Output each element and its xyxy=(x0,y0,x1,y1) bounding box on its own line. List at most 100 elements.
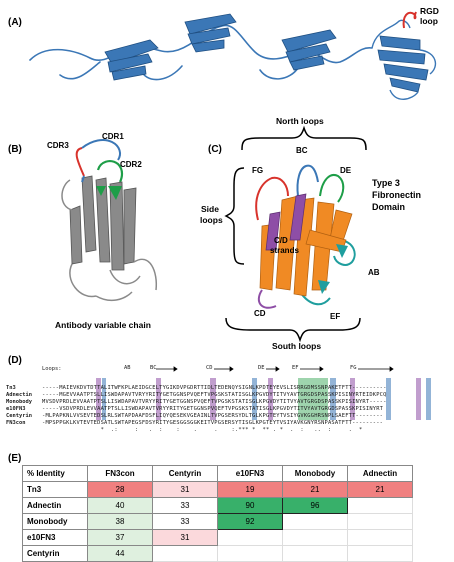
table-row: Centyrin 44 xyxy=(22,545,413,562)
panel-a-protein-structure xyxy=(29,11,437,100)
cdr1-loop xyxy=(81,139,121,161)
row-header: Tn3 xyxy=(22,481,88,498)
table-cell: 44 xyxy=(87,545,153,562)
loop-marker-cd: CD xyxy=(206,365,213,371)
cd-loop xyxy=(257,289,277,309)
cd-strands-label-1: C/D xyxy=(274,236,288,245)
side-loops-label-1: Side xyxy=(201,204,219,214)
table-cell xyxy=(282,513,348,530)
table-cell: 38 xyxy=(87,513,153,530)
table-cell: 33 xyxy=(152,513,218,530)
panel-a-label: (A) xyxy=(8,17,22,28)
antibody-caption: Antibody variable chain xyxy=(55,320,151,330)
cdr3-label: CDR3 xyxy=(47,141,69,150)
south-loops-bracket xyxy=(225,317,361,343)
fg-loop xyxy=(255,176,289,221)
table-cell xyxy=(347,497,413,514)
cdr3-loop xyxy=(75,147,85,177)
ab-loop xyxy=(333,239,356,266)
panel-e-label: (E) xyxy=(8,453,22,464)
alignment-row: e10FN3-----VSDVPRDLEVVAATPTSLLISWDAPAVTV… xyxy=(6,405,384,412)
column-header: FN3con xyxy=(87,465,153,482)
alignment-row: Tn3-----MAIEVKDVTDTTALITWFKPLAEIDGCELTYG… xyxy=(6,384,387,391)
cdr2-label: CDR2 xyxy=(120,160,142,169)
loops-label: Loops: xyxy=(42,366,62,372)
alignment-row: FN3con-MPSPPGKLKVTEVTEDSATLSWTAPEGSFDSYR… xyxy=(6,419,384,426)
table-row: Adnectin 40 33 90 96 xyxy=(22,497,413,514)
south-loops-label: South loops xyxy=(272,341,322,351)
fn3-domain-3-sheet xyxy=(281,29,337,53)
table-row: Monobody 38 33 92 xyxy=(22,513,413,530)
row-header: e10FN3 xyxy=(22,529,88,546)
de-loop xyxy=(319,174,345,203)
row-header: Adnectin xyxy=(22,497,88,514)
table-cell: 21 xyxy=(282,481,348,498)
panel-b-label: (B) xyxy=(8,144,22,155)
table-corner: % Identity xyxy=(22,465,88,482)
panel-d-label: (D) xyxy=(8,355,22,366)
fn3-domain-1-sheet xyxy=(104,39,159,65)
table-header-row: % Identity FN3con Centyrin e10FN3 Monobo… xyxy=(22,465,413,482)
table-cell: 21 xyxy=(347,481,413,498)
cdr2-arrow xyxy=(108,186,122,200)
table-cell: 33 xyxy=(152,497,218,514)
table-cell xyxy=(347,529,413,546)
fn3-domain-2-sheet xyxy=(184,13,237,35)
loop-arrows xyxy=(156,366,394,372)
loop-marker-ef: EF xyxy=(292,365,299,371)
cd-strands-label-2: strands xyxy=(270,246,299,255)
table-cell: 96 xyxy=(282,497,348,514)
cd-strands xyxy=(289,193,307,241)
column-header: Centyrin xyxy=(152,465,218,482)
table-row: Tn3 28 31 19 21 21 xyxy=(22,481,413,498)
side-loops-label-2: loops xyxy=(200,215,223,225)
column-header: Monobody xyxy=(282,465,348,482)
north-loops-bracket xyxy=(241,125,367,151)
side-loops-bracket xyxy=(224,167,245,265)
rgd-loop-mark xyxy=(402,11,417,29)
row-header: Monobody xyxy=(22,513,88,530)
alignment-row: Adnectin-----MGEVVAATPTSLLISWDAPAVTVRYYR… xyxy=(6,391,387,398)
loop-marker-bc: BC xyxy=(150,365,157,371)
domain-label-1: Type 3 xyxy=(372,178,400,188)
table-cell xyxy=(217,529,283,546)
bc-loop xyxy=(296,164,319,197)
row-header: Centyrin xyxy=(22,545,88,562)
table-cell: 90 xyxy=(217,497,283,514)
fg-label: FG xyxy=(252,166,264,175)
table-cell: 40 xyxy=(87,497,153,514)
table-cell: 28 xyxy=(87,481,153,498)
beta-sheets xyxy=(104,13,429,93)
alignment-row: Centyrin-MLPAPKNLVVSEVTEDSLRLSWTAPDAAFDS… xyxy=(6,412,384,419)
ab-label: AB xyxy=(368,268,380,277)
column-header: e10FN3 xyxy=(217,465,283,482)
loop-marker-de: DE xyxy=(258,365,265,371)
de-label: DE xyxy=(340,166,352,175)
domain-label-3: Domain xyxy=(372,202,406,212)
domain-label-2: Fibronectin xyxy=(372,190,421,200)
table-cell xyxy=(152,545,218,562)
cdr2-loop xyxy=(96,160,124,183)
table-cell xyxy=(282,545,348,562)
table-cell: 19 xyxy=(217,481,283,498)
sequence-alignment: Loops: AB BC CD DE EF FG Tn3-----MAIEVKD… xyxy=(6,365,446,452)
table-row: e10FN3 37 31 xyxy=(22,529,413,546)
table-cell: 31 xyxy=(152,529,218,546)
panel-b-antibody-structure xyxy=(61,139,158,302)
ef-label: EF xyxy=(330,312,341,321)
table-cell xyxy=(282,529,348,546)
loop-marker-fg: FG xyxy=(350,365,357,371)
bc-label: BC xyxy=(296,146,308,155)
panel-c-fn3-structure xyxy=(224,125,367,343)
table-cell: 31 xyxy=(152,481,218,498)
column-header: Adnectin xyxy=(347,465,413,482)
table-cell xyxy=(347,545,413,562)
rgd-loop-label: RGD loop xyxy=(420,6,439,26)
table-cell: 37 xyxy=(87,529,153,546)
identity-table: % Identity FN3con Centyrin e10FN3 Monobo… xyxy=(22,465,413,562)
cdr1-label: CDR1 xyxy=(102,132,124,141)
table-cell xyxy=(217,545,283,562)
cd-label: CD xyxy=(254,309,266,318)
alignment-consensus: * .: : . : : . . :.*** * ** . * . : .. :… xyxy=(42,426,363,433)
